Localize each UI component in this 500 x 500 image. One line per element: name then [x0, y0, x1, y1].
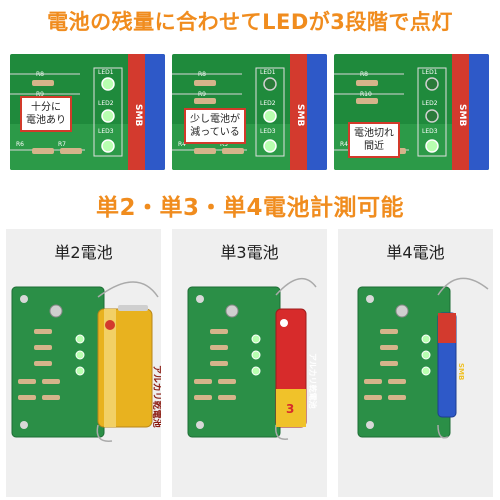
r4-label: R4 [178, 141, 186, 148]
callout-medium: 少し電池が 減っている [184, 108, 246, 144]
pcb-closeup-image: R8 R9 R6 R7 LED1 LED2 LED3 SMB [10, 54, 165, 170]
r5-label: R5 [220, 141, 228, 148]
led3-label: LED3 [98, 128, 114, 135]
card-aaa-battery: 単4電池 SMB [338, 229, 493, 497]
battery-size-text: 3 [286, 402, 294, 416]
battery-brand-text: アルカリ乾電池 [151, 365, 161, 428]
led-icon [263, 77, 277, 153]
card-aa-battery: 単3電池 アルカリ乾電池 3 [172, 229, 327, 497]
led2-label: LED2 [98, 100, 114, 107]
r4-label: R4 [340, 141, 348, 148]
led1-label: LED1 [422, 69, 438, 76]
smb-label: SMB [457, 363, 465, 380]
r8-label: R8 [360, 71, 368, 78]
r8-label: R8 [198, 71, 206, 78]
card-title: 単3電池 [220, 243, 279, 262]
led1-label: LED1 [260, 69, 276, 76]
led-panel-low: R8 R10 R4 R5 LED1 LED2 LED3 SMB 電池切れ 間近 [334, 54, 489, 170]
r6-label: R6 [16, 141, 24, 148]
led-panel-medium: R8 R9 R4 R5 LED1 LED2 LED3 SMB 少し電池が 減って… [172, 54, 327, 170]
pcb-with-battery-image: アルカリ乾電池 [11, 281, 161, 442]
card-title: 単4電池 [386, 243, 445, 262]
led3-label: LED3 [260, 128, 276, 135]
r8-label: R8 [36, 71, 44, 78]
led3-label: LED3 [422, 128, 438, 135]
callout-low: 電池切れ 間近 [348, 122, 400, 158]
r9-label: R9 [36, 91, 44, 98]
mid-heading: 単2・単3・単4電池計測可能 [95, 195, 404, 221]
battery-brand-text: アルカリ乾電池 [308, 353, 318, 409]
card-title: 単2電池 [54, 243, 113, 262]
r7-label: R7 [58, 141, 66, 148]
led-icon [101, 77, 115, 153]
r10-label: R10 [360, 91, 372, 98]
smb-label: SMB [133, 104, 143, 126]
callout-full: 十分に 電池あり [20, 96, 72, 132]
led2-label: LED2 [260, 100, 276, 107]
led-icon [425, 77, 439, 153]
smb-label: SMB [457, 104, 467, 126]
led2-label: LED2 [422, 100, 438, 107]
led-panel-full: R8 R9 R6 R7 LED1 LED2 LED3 SMB 十分に 電池あり [10, 54, 165, 170]
top-heading: 電池の残量に合わせてLEDが3段階で点灯 [47, 10, 453, 34]
pcb-with-battery-image: SMB [357, 277, 489, 439]
smb-label: SMB [295, 104, 305, 126]
card-d-battery: 単2電池 アルカリ乾電池 [6, 229, 161, 497]
r9-label: R9 [198, 91, 206, 98]
led1-label: LED1 [98, 69, 114, 76]
pcb-with-battery-image: アルカリ乾電池 3 [187, 278, 318, 440]
